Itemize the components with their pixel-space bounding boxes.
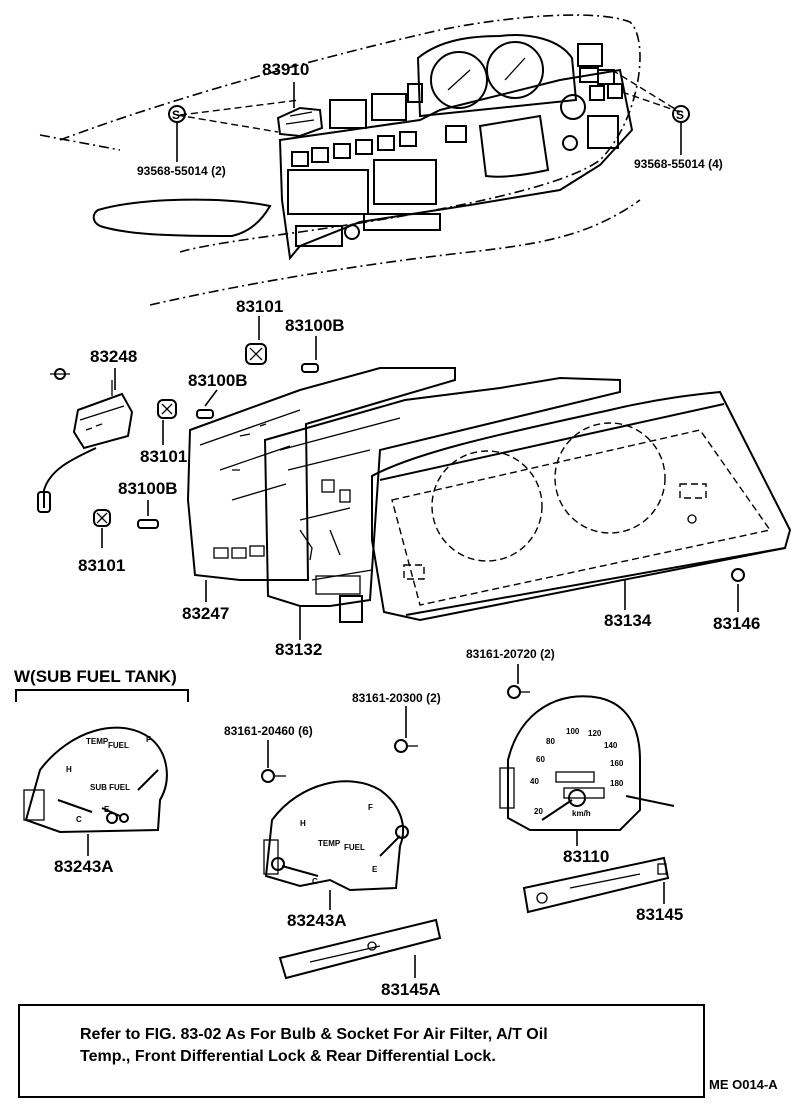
svg-text:TEMP: TEMP: [318, 839, 341, 848]
svg-text:SUB FUEL: SUB FUEL: [90, 783, 130, 792]
label-83100B-low: 83100B: [118, 479, 178, 498]
svg-text:C: C: [312, 877, 318, 886]
label-83145: 83145: [636, 905, 683, 924]
bulb-83100B-top: [301, 336, 319, 373]
label-83243A-left: 83243A: [54, 857, 114, 876]
svg-text:140: 140: [604, 741, 618, 750]
label-screw-20720: 83161-20720 (2): [466, 647, 555, 661]
plate-83145A: [278, 918, 442, 980]
reference-note-line-2: Temp., Front Differential Lock & Rear Di…: [80, 1048, 496, 1065]
svg-text:S: S: [676, 108, 684, 122]
reference-note: Refer to FIG. 83-02 As For Bulb & Socket…: [80, 1024, 680, 1068]
reference-note-box: Refer to FIG. 83-02 As For Bulb & Socket…: [18, 1004, 705, 1098]
label-83910: 83910: [262, 60, 309, 79]
svg-text:80: 80: [546, 737, 555, 746]
socket-83101-top: [245, 316, 267, 365]
svg-text:120: 120: [588, 729, 602, 738]
label-83134: 83134: [604, 611, 652, 630]
svg-text:FUEL: FUEL: [108, 741, 129, 750]
gauge-sub-fuel-83243A: TEMP FUEL SUB FUEL H C F E: [23, 726, 168, 856]
relay-83248: [37, 368, 134, 513]
speedometer-83110: 20 40 60 80 100 120 140 160 180 km/h: [499, 695, 675, 846]
svg-text:180: 180: [610, 779, 624, 788]
meter-glass: [371, 390, 792, 622]
svg-text:S: S: [172, 108, 180, 122]
label-screw-20460: 83161-20460 (6): [224, 724, 313, 738]
svg-text:C: C: [76, 815, 82, 824]
gauge-temp-fuel-83243A: H TEMP FUEL F C E: [263, 780, 409, 910]
socket-83101-low: [93, 509, 111, 548]
label-83110: 83110: [563, 847, 609, 866]
svg-text:100: 100: [566, 727, 580, 736]
plate-83145: [522, 856, 670, 914]
screw-83161-20300: [394, 706, 418, 753]
screw-symbol-right: S: [672, 105, 690, 155]
label-83248: 83248: [90, 347, 137, 366]
label-83101-top: 83101: [236, 297, 283, 316]
svg-text:TEMP: TEMP: [86, 737, 109, 746]
label-sub-fuel-tank: W(SUB FUEL TANK): [14, 667, 177, 686]
label-83100B-mid: 83100B: [188, 371, 248, 390]
label-83100B-top: 83100B: [285, 316, 345, 335]
label-83132: 83132: [275, 640, 322, 659]
screw-symbol-left: S: [168, 105, 186, 162]
label-screw-20300: 83161-20300 (2): [352, 691, 441, 705]
svg-text:H: H: [66, 765, 72, 774]
svg-text:20: 20: [534, 807, 543, 816]
svg-text:F: F: [146, 735, 151, 744]
label-83101-low: 83101: [78, 556, 125, 575]
svg-text:H: H: [300, 819, 306, 828]
meter-case: [263, 376, 621, 623]
bulb-83100B-mid: [196, 389, 218, 419]
label-83145A: 83145A: [381, 980, 441, 999]
svg-text:E: E: [372, 865, 378, 874]
svg-text:F: F: [368, 803, 373, 812]
svg-text:km/h: km/h: [572, 809, 591, 818]
svg-text:160: 160: [610, 759, 624, 768]
socket-83101-mid: [157, 399, 177, 445]
label-83247: 83247: [182, 604, 229, 623]
svg-text:FUEL: FUEL: [344, 843, 365, 852]
printed-circuit-plate: [186, 367, 456, 581]
label-screw-left: 93568-55014 (2): [137, 164, 226, 178]
svg-text:40: 40: [530, 777, 539, 786]
screw-83161-20460: [261, 740, 286, 783]
svg-text:60: 60: [536, 755, 545, 764]
figure-code: ME O014-A: [709, 1077, 778, 1092]
label-83146: 83146: [713, 614, 760, 633]
bulb-83100B-low: [137, 500, 159, 529]
label-83243A-mid: 83243A: [287, 911, 347, 930]
reference-note-line-1: Refer to FIG. 83-02 As For Bulb & Socket…: [80, 1026, 548, 1043]
screw-83161-20720: [507, 664, 530, 699]
label-screw-right: 93568-55014 (4): [634, 157, 723, 171]
label-83101-mid: 83101: [140, 447, 187, 466]
dashboard-panel: [39, 14, 681, 306]
